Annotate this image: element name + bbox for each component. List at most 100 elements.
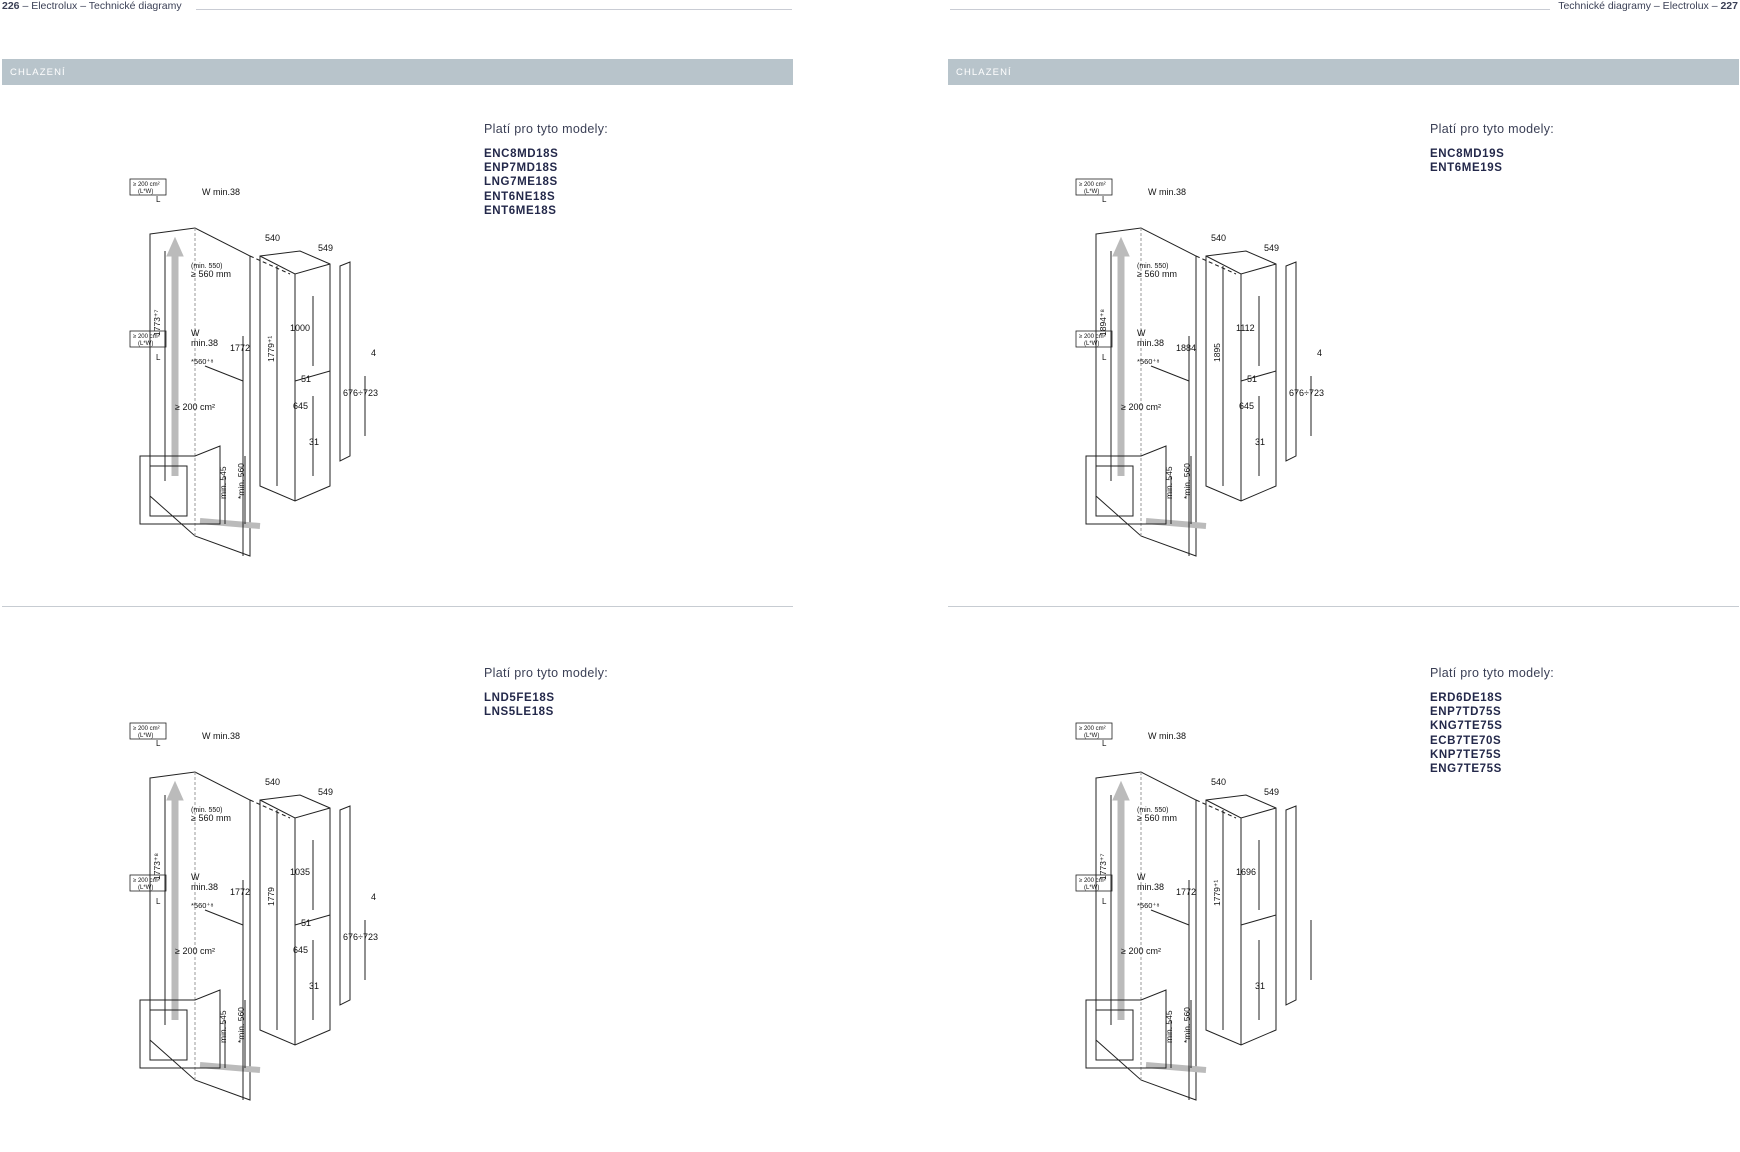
model-item: LNS5LE18S — [484, 706, 554, 719]
page-header-left-text: – Electrolux – Technické diagramy — [19, 0, 182, 12]
diagram-panel-2: ≥ 200 cm² (L*W) L W min.38 1894⁺⁸ (min. … — [1056, 122, 1740, 608]
page-header-left: 226 – Electrolux – Technické diagramy — [2, 0, 182, 12]
separator-left — [2, 606, 793, 607]
gap-min-label: (min. 550) — [191, 807, 223, 814]
model-item: LNG7ME18S — [484, 176, 558, 189]
vent-arrow-bottom — [199, 518, 261, 529]
header-rule-right — [950, 9, 1550, 10]
vent-box-low — [129, 330, 167, 348]
vent-label-low: ≥ 200 cm² — [133, 334, 160, 340]
niche-inner-label: 1772 — [230, 887, 250, 897]
length-label-top: L — [1102, 739, 1107, 748]
length-label-top: L — [156, 195, 161, 204]
model-item: ENC8MD18S — [484, 148, 559, 160]
appliance-outline — [1205, 794, 1277, 1046]
installation-diagram: ≥ 200 cm² (L*W) L W min.38 1773⁺⁷ (min. … — [129, 178, 378, 557]
vent-box-top — [129, 722, 167, 740]
model-item: KNP7TE75S — [1430, 748, 1502, 761]
installation-diagram: ≥ 200 cm² (L*W) L W min.38 1894⁺⁸ (min. … — [1075, 178, 1324, 557]
gap-min-label: (min. 550) — [191, 263, 223, 270]
gap-min-label: (min. 550) — [1137, 807, 1169, 814]
model-item: ENG7TE75S — [1430, 763, 1502, 776]
base-cabinet — [1085, 445, 1167, 525]
vent-box-low — [129, 874, 167, 892]
width-label-top: W min.38 — [1148, 187, 1186, 197]
gap-label: ≥ 560 mm — [1137, 813, 1177, 823]
depth-label: *560⁺⁸ — [191, 901, 214, 910]
appliance-compartment-split — [294, 370, 331, 382]
door-label: 676÷723 — [1289, 388, 1324, 398]
appliance-height-label: 1779⁺¹ — [266, 336, 276, 362]
vent-sub-label-top: (L*W) — [138, 189, 153, 195]
model-item: ENT6ME19S — [1430, 162, 1503, 175]
width-label-low: W — [1137, 872, 1146, 882]
installation-diagram: ≥ 200 cm² (L*W) L W min.38 1773⁺⁷ (min. … — [1075, 722, 1312, 1101]
gap-label: ≥ 560 mm — [191, 269, 231, 279]
mid-gap-label: 51 — [301, 374, 311, 384]
niche-inner-label: 1772 — [230, 343, 250, 353]
models-list: LND5FE18S LNS5LE18S — [484, 691, 555, 719]
appliance-compartment-split — [1240, 914, 1277, 926]
width-dim-label: 540 — [1211, 777, 1226, 787]
model-item: ERD6DE18S — [1430, 692, 1503, 704]
vent-label-low: ≥ 200 cm² — [1079, 878, 1106, 884]
dim-line-gap — [1150, 909, 1190, 926]
door-label: 676÷723 — [343, 932, 378, 942]
page-header-right: Technické diagramy – Electrolux – 227 — [1558, 0, 1738, 12]
installation-diagram: ≥ 200 cm² (L*W) L W min.38 1773⁺⁸ (min. … — [129, 722, 378, 1101]
model-item: ENP7TD75S — [1430, 706, 1502, 719]
vent-arrow-head — [166, 780, 184, 801]
door-panel — [339, 805, 351, 1006]
upper-compartment-label: 1000 — [290, 323, 310, 333]
plinth-b-label: *min. 560 — [1182, 463, 1192, 499]
model-item: LND5FE18S — [484, 692, 555, 704]
niche-top-extension — [249, 799, 291, 819]
door-gap-label: 4 — [371, 348, 376, 358]
header-rule-left — [196, 9, 792, 10]
plinth-b-label: *min. 560 — [236, 1007, 246, 1043]
model-item: ENT6ME18S — [484, 204, 557, 217]
width-label-top: W min.38 — [1148, 731, 1186, 741]
vent-bottom-label: ≥ 200 cm² — [175, 946, 215, 956]
plinth-a-label: min. 545 — [1164, 1010, 1174, 1043]
length-label-low: L — [1102, 897, 1107, 906]
width-label-low: W — [191, 328, 200, 338]
dim-line-gap — [1150, 365, 1190, 382]
appliance-outline — [259, 794, 331, 1046]
model-item: ENT6NE18S — [484, 190, 556, 203]
appliance-top-edge — [259, 799, 331, 819]
door-panel — [339, 261, 351, 462]
vent-box-top — [1075, 722, 1113, 740]
vent-bottom-label: ≥ 200 cm² — [175, 402, 215, 412]
base-cabinet-recess — [149, 1009, 188, 1061]
door-panel — [1285, 805, 1297, 1006]
depth-label: *560⁺⁸ — [191, 357, 214, 366]
appliance-height-label: 1779 — [266, 887, 276, 906]
separator-right — [948, 606, 1739, 607]
length-label-top: L — [1102, 195, 1107, 204]
upper-compartment-label: 1112 — [1236, 323, 1255, 333]
appliance-outline — [259, 250, 331, 502]
vent-bottom-label: ≥ 200 cm² — [1121, 946, 1161, 956]
depth-top-label: 549 — [318, 787, 333, 797]
width-dim-label: 540 — [1211, 233, 1226, 243]
vent-sub-label-low: (L*W) — [138, 885, 153, 891]
vent-label-top: ≥ 200 cm² — [1079, 182, 1106, 188]
length-label-top: L — [156, 739, 161, 748]
plinth-a-label: min. 545 — [1164, 466, 1174, 499]
upper-compartment-label: 1035 — [290, 867, 310, 877]
vent-sub-label-top: (L*W) — [1084, 189, 1099, 195]
width-label-top: W min.38 — [202, 187, 240, 197]
niche-height-label: 1894⁺⁸ — [1098, 309, 1108, 336]
niche-height-label: 1773⁺⁷ — [152, 310, 162, 336]
vent-sub-label-low: (L*W) — [1084, 341, 1099, 347]
section-band-left: CHLAZENÍ — [2, 59, 793, 85]
base-cabinet-recess — [1095, 465, 1134, 517]
width-dim-label: 540 — [265, 777, 280, 787]
plinth-a-label: min. 545 — [218, 466, 228, 499]
width-min-label-low: min.38 — [1137, 338, 1164, 348]
niche-top-extension — [249, 255, 291, 275]
niche-inner-label: 1772 — [1176, 887, 1196, 897]
page-header-right-text: Technické diagramy – Electrolux – — [1558, 0, 1721, 12]
